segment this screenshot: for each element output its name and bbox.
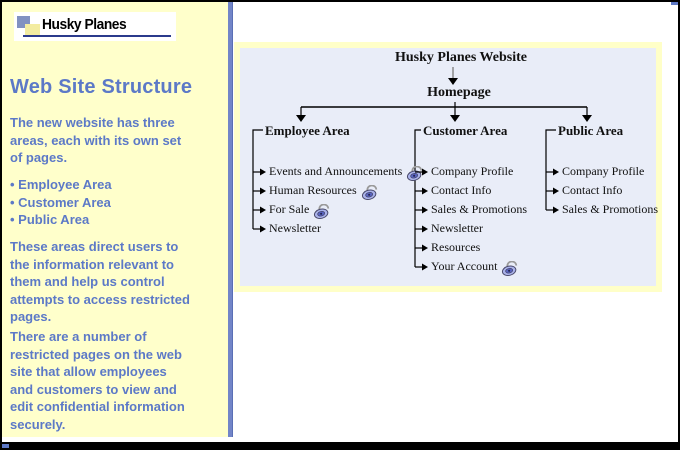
arrow-right-icon xyxy=(546,187,559,194)
page-title: Web Site Structure xyxy=(10,76,193,98)
arrow-right-icon xyxy=(415,206,428,213)
sidebar: Husky Planes Web Site Structure The new … xyxy=(2,2,228,437)
tree-item: Company Profile xyxy=(415,162,527,181)
tree-item: Sales & Promotions xyxy=(546,200,658,219)
bottom-border-bar xyxy=(2,442,678,448)
public-area-items: Company Profile Contact Info Sales & Pro… xyxy=(546,162,658,219)
logo-underline xyxy=(23,35,171,37)
arrow-right-icon xyxy=(546,168,559,175)
employee-area-items: Events and Announcements Human Resources… xyxy=(253,162,424,238)
tree-item: For Sale xyxy=(253,200,424,219)
husky-planes-logo: Husky Planes xyxy=(14,12,176,41)
logo-square-yellow xyxy=(25,24,40,37)
diagram-title: Husky Planes Website xyxy=(395,50,527,65)
customer-area-items: Company Profile Contact Info Sales & Pro… xyxy=(415,162,527,276)
arrow-right-icon xyxy=(415,263,428,270)
diagram-homepage-node: Homepage xyxy=(427,85,491,100)
lock-icon xyxy=(407,165,423,181)
lock-icon xyxy=(314,203,330,219)
tree-item: Your Account xyxy=(415,257,527,276)
lock-icon xyxy=(502,260,518,276)
tree-item: Newsletter xyxy=(415,219,527,238)
arrow-right-icon xyxy=(546,206,559,213)
arrow-right-icon xyxy=(415,187,428,194)
column-heading-customer-area: Customer Area xyxy=(423,123,508,138)
sidebar-divider xyxy=(228,2,233,437)
arrow-right-icon xyxy=(253,225,266,232)
bullet-employee-area: Employee Area xyxy=(10,176,226,194)
areas-paragraph: These areas direct users to the informat… xyxy=(10,239,190,324)
connector-lines xyxy=(252,67,592,267)
arrow-right-icon xyxy=(415,168,428,175)
tree-item: Company Profile xyxy=(546,162,658,181)
intro-paragraph: The new website has three areas, each wi… xyxy=(10,115,182,165)
tree-item: Resources xyxy=(415,238,527,257)
site-structure-diagram: Husky Planes Website Homepage Employee A… xyxy=(234,42,662,292)
tree-item: Human Resources xyxy=(253,181,424,200)
column-heading-employee-area: Employee Area xyxy=(265,123,350,138)
lock-icon xyxy=(361,184,377,200)
restricted-paragraph: There are a number of restricted pages o… xyxy=(10,329,185,432)
arrow-right-icon xyxy=(253,206,266,213)
tree-item: Sales & Promotions xyxy=(415,200,527,219)
arrow-right-icon xyxy=(415,244,428,251)
column-heading-public-area: Public Area xyxy=(558,123,624,138)
tree-item: Newsletter xyxy=(253,219,424,238)
arrow-right-icon xyxy=(415,225,428,232)
tree-item: Contact Info xyxy=(546,181,658,200)
logo-text: Husky Planes xyxy=(42,16,127,33)
arrow-right-icon xyxy=(253,187,266,194)
area-bullet-list: Employee Area Customer Area Public Area xyxy=(10,176,226,229)
bullet-customer-area: Customer Area xyxy=(10,194,226,212)
bottom-left-accent-square xyxy=(2,444,9,448)
tree-item: Contact Info xyxy=(415,181,527,200)
bullet-public-area: Public Area xyxy=(10,211,226,229)
arrow-right-icon xyxy=(253,168,266,175)
tree-item: Events and Announcements xyxy=(253,162,424,181)
top-right-accent-square xyxy=(671,2,678,5)
